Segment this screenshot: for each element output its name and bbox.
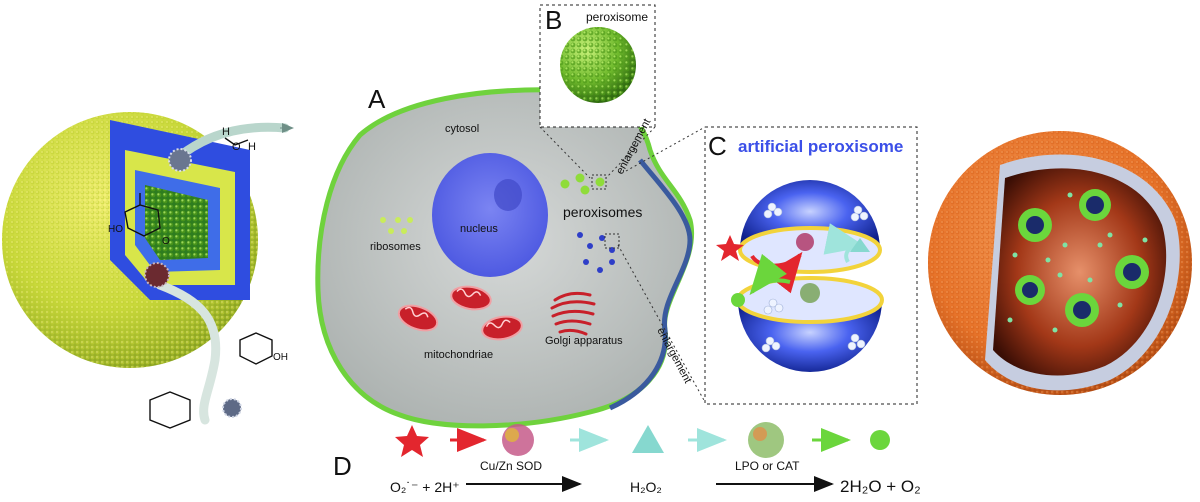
- cytosol-label: cytosol: [445, 123, 479, 135]
- panel-label-b: B: [545, 5, 562, 35]
- left-polymersome: H O H HO O OH: [2, 112, 294, 429]
- inset-b: peroxisome B enlargement: [539, 4, 656, 179]
- nucleus-label: nucleus: [460, 223, 498, 235]
- lpo-enzyme-icon: [748, 422, 784, 458]
- d-star-icon: [395, 425, 429, 457]
- peroxisomes-label: peroxisomes: [563, 204, 642, 220]
- d-triangle-icon: [632, 425, 664, 453]
- sod-enzyme-icon: [502, 424, 534, 456]
- mitochondriae-label: mitochondriae: [424, 349, 493, 361]
- superoxide-star-icon: [716, 235, 744, 261]
- artificial-peroxisome-title: artificial peroxisome: [738, 137, 903, 156]
- ribosomes: [380, 217, 413, 234]
- ring-o-label: O: [162, 236, 170, 247]
- golgi-apparatus: [550, 291, 596, 336]
- d-circle-icon: [870, 430, 890, 450]
- golgi-label: Golgi apparatus: [545, 335, 623, 347]
- intermediate-label: H₂O₂: [630, 479, 662, 495]
- water-h1-label: H: [222, 126, 230, 138]
- glucose-ho-label: HO: [108, 224, 123, 235]
- enzyme-2-label: LPO or CAT: [735, 459, 800, 473]
- inset-c: C artificial peroxisome enlargement: [617, 126, 918, 405]
- oxygen-circle-icon: [731, 293, 745, 307]
- mitochondria: [397, 285, 523, 341]
- product-label: 2H₂O + O₂: [840, 477, 921, 496]
- nucleus: [432, 153, 548, 277]
- peroxisomes: [560, 173, 605, 195]
- panel-label-c: C: [708, 131, 727, 161]
- peroxide-triangle-icon: [850, 238, 870, 252]
- ribosomes-label: ribosomes: [370, 241, 421, 253]
- reactant-label: O₂˙⁻ + 2H⁺: [390, 479, 460, 495]
- glucose-oh-label: OH: [273, 352, 288, 363]
- water-o-label: O: [232, 141, 241, 153]
- enzyme-1-label: Cu/Zn SOD: [480, 459, 542, 473]
- right-vesicle: [928, 131, 1192, 395]
- panel-d-reaction: D O₂˙⁻ + 2H⁺ Cu/Zn SOD H₂O₂ LPO or CAT 2…: [333, 422, 921, 496]
- panel-label-d: D: [333, 451, 352, 481]
- peroxisome-title: peroxisome: [586, 10, 648, 24]
- water-h2-label: H: [248, 141, 256, 153]
- panel-label-a: A: [368, 84, 386, 114]
